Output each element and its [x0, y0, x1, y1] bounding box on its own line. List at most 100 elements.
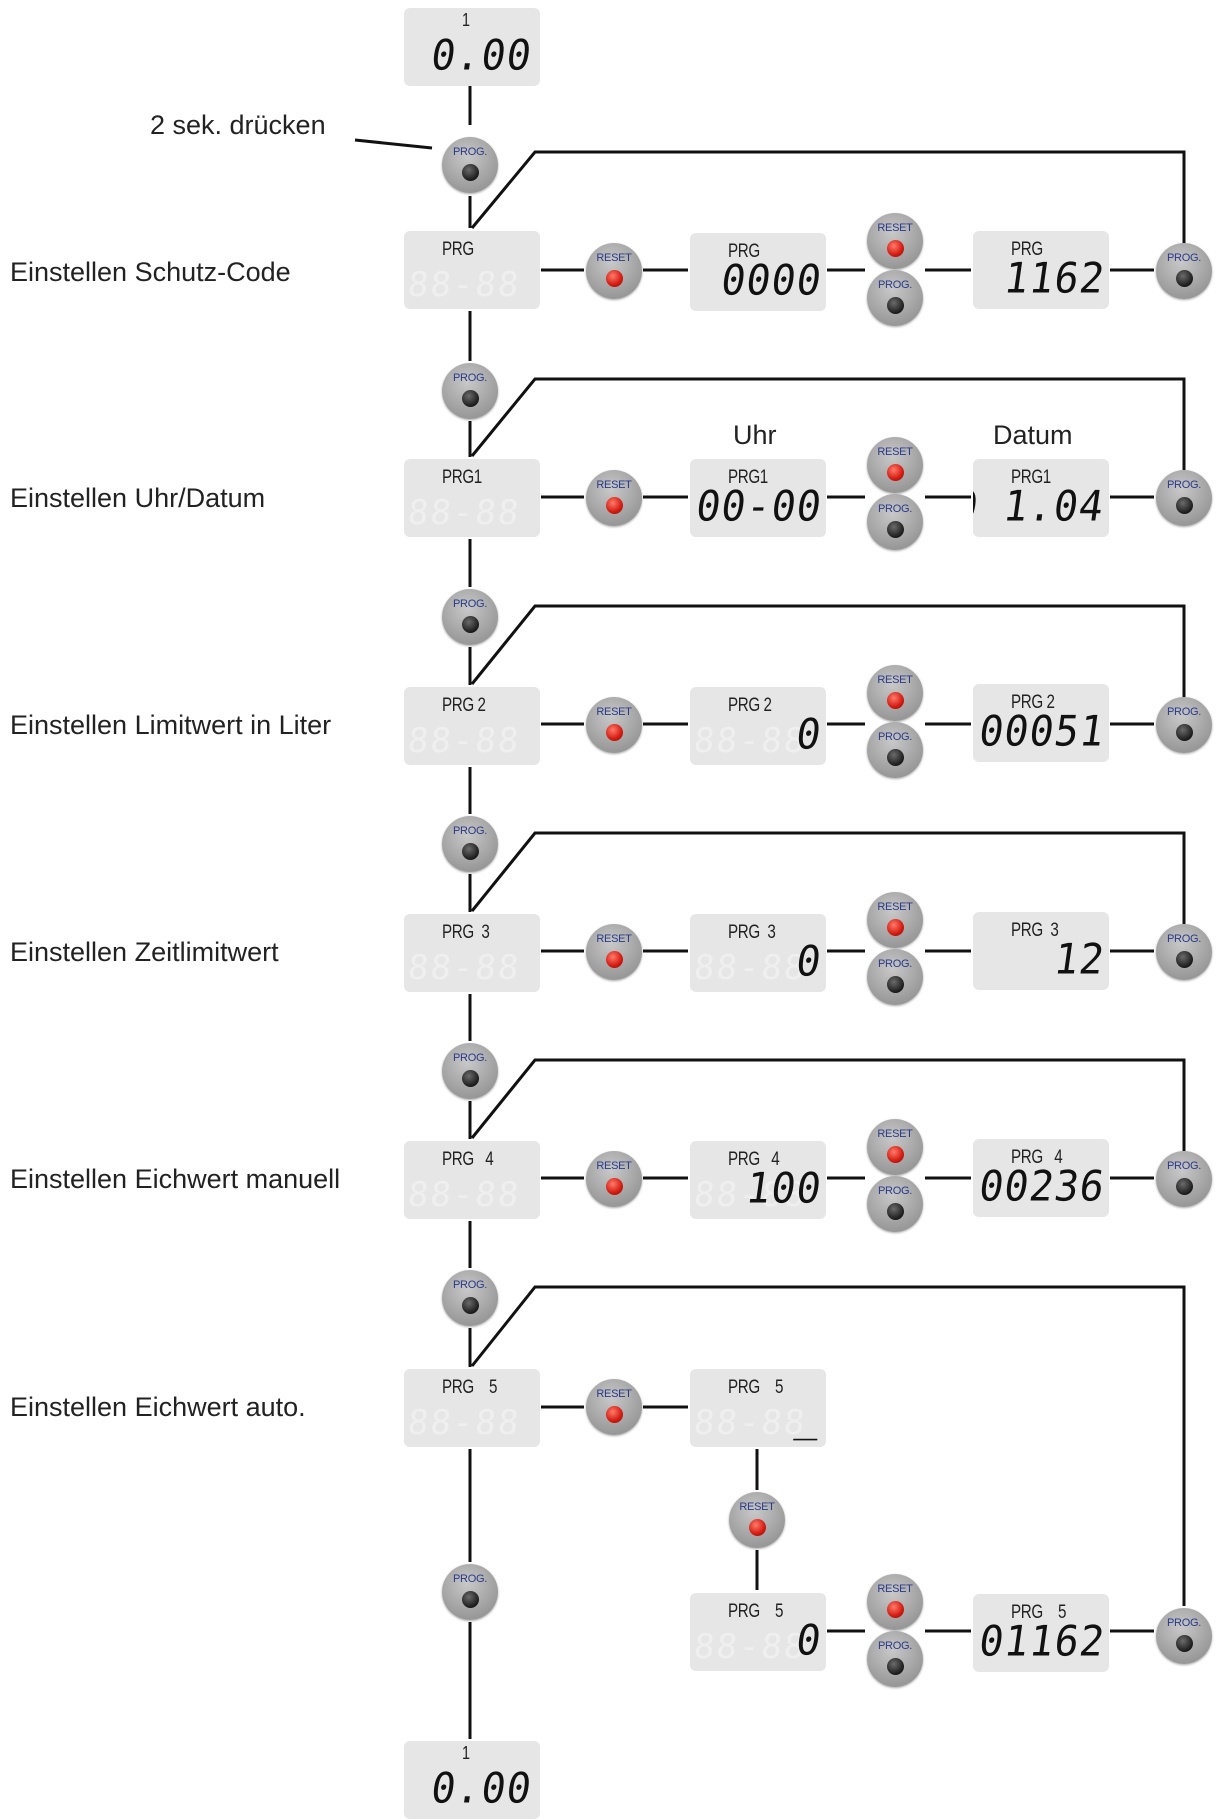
reset-button-label: RESET	[596, 933, 632, 945]
reset-button[interactable]: RESET	[586, 697, 642, 753]
reset-button[interactable]: RESET	[729, 1492, 785, 1548]
row3-mid-display: 88-88 PRG 2 0	[690, 687, 826, 765]
prg-label: PRG 4	[442, 1149, 494, 1170]
red-dot-icon	[887, 240, 904, 257]
prog-button[interactable]: PROG.	[867, 949, 923, 1005]
prog-button[interactable]: PROG.	[442, 363, 498, 419]
row4-mid-display: 88-88 PRG 3 0	[690, 914, 826, 992]
return-path	[470, 1285, 1186, 1606]
dark-dot-icon	[887, 749, 904, 766]
reset-button[interactable]: RESET	[867, 1119, 923, 1175]
prog-button[interactable]: PROG.	[442, 1270, 498, 1326]
row6-prg-display: 88-88 PRG 5	[404, 1369, 540, 1447]
prg-label: PRG 4	[1011, 1147, 1063, 1168]
row1-prg-display: 88-88 PRG	[404, 231, 540, 309]
prog-button-label: PROG.	[878, 279, 912, 291]
prog-button[interactable]: PROG.	[1156, 470, 1212, 526]
dark-dot-icon	[462, 616, 479, 633]
prg-label: PRG 5	[1011, 1602, 1067, 1623]
dark-dot-icon	[1176, 497, 1193, 514]
prg-label: PRG 4	[728, 1149, 780, 1170]
reset-button-label: RESET	[739, 1501, 775, 1513]
row3-end-display: PRG 2 00051	[973, 684, 1109, 762]
dark-dot-icon	[1176, 951, 1193, 968]
prog-button-label: PROG.	[1167, 1160, 1201, 1172]
prog-button-label: PROG.	[453, 1052, 487, 1064]
return-path	[470, 150, 1186, 243]
end-value: 01162	[975, 1617, 1108, 1666]
prog-button[interactable]: PROG.	[442, 1564, 498, 1620]
prog-button[interactable]: PROG.	[867, 1631, 923, 1687]
red-dot-icon	[887, 1601, 904, 1618]
prog-button-label: PROG.	[453, 146, 487, 158]
mid-value: 00-00	[692, 482, 825, 531]
reset-button-label: RESET	[877, 674, 913, 686]
ghost-digits: 88-88	[405, 721, 523, 761]
prog-button-label: PROG.	[1167, 479, 1201, 491]
row5-mid-display: 88-88 PRG 4 100	[690, 1141, 826, 1219]
prog-button-label: PROG.	[1167, 933, 1201, 945]
dark-dot-icon	[1176, 724, 1193, 741]
prog-button-label: PROG.	[453, 598, 487, 610]
reset-button[interactable]: RESET	[586, 1379, 642, 1435]
prog-button[interactable]: PROG.	[1156, 1608, 1212, 1664]
prog-button[interactable]: PROG.	[442, 589, 498, 645]
start-display-value: 0.00	[427, 31, 535, 80]
prog-button[interactable]: PROG.	[867, 494, 923, 550]
reset-button[interactable]: RESET	[867, 437, 923, 493]
start-display-label: 1	[462, 10, 470, 30]
sub-value: 0	[792, 1616, 825, 1665]
row-label-zeitlimitwert: Einstellen Zeitlimitwert	[10, 937, 279, 967]
end-value: 12	[1050, 935, 1108, 984]
prog-button[interactable]: PROG.	[1156, 697, 1212, 753]
dark-dot-icon	[887, 521, 904, 538]
reset-button[interactable]: RESET	[867, 665, 923, 721]
red-dot-icon	[749, 1519, 766, 1536]
dark-dot-icon	[462, 1591, 479, 1608]
reset-button[interactable]: RESET	[867, 1574, 923, 1630]
red-dot-icon	[887, 919, 904, 936]
prog-button[interactable]: PROG.	[867, 270, 923, 326]
reset-button[interactable]: RESET	[867, 213, 923, 269]
row-label-eichwert-auto: Einstellen Eichwert auto.	[10, 1392, 306, 1422]
row5-end-display: PRG 4 00236	[973, 1139, 1109, 1217]
prog-button[interactable]: PROG.	[442, 1043, 498, 1099]
prog-button-label: PROG.	[1167, 706, 1201, 718]
red-dot-icon	[606, 497, 623, 514]
prog-button[interactable]: PROG.	[442, 816, 498, 872]
end-value: 00051	[975, 707, 1108, 756]
red-dot-icon	[606, 951, 623, 968]
prg-label: PRG 5	[728, 1377, 784, 1398]
reset-button[interactable]: RESET	[586, 470, 642, 526]
reset-button-label: RESET	[877, 222, 913, 234]
prog-button[interactable]: PROG.	[1156, 243, 1212, 299]
reset-button[interactable]: RESET	[586, 924, 642, 980]
return-path	[470, 831, 1186, 924]
prog-button[interactable]: PROG.	[867, 722, 923, 778]
reset-button[interactable]: RESET	[586, 1151, 642, 1207]
ghost-digits: 88-88	[405, 265, 523, 305]
prg-label: PRG	[728, 241, 760, 262]
reset-button[interactable]: RESET	[867, 892, 923, 948]
prog-button-label: PROG.	[453, 1279, 487, 1291]
prog-button-label: PROG.	[878, 1185, 912, 1197]
end-display: 1 0.00	[404, 1741, 540, 1819]
return-path	[470, 604, 1186, 697]
ghost-digits: 88-88	[405, 493, 523, 533]
prog-button[interactable]: PROG.	[1156, 924, 1212, 980]
reset-button-label: RESET	[596, 706, 632, 718]
prg-label: PRG1	[442, 467, 482, 488]
reset-button-label: RESET	[596, 1160, 632, 1172]
prog-button[interactable]: PROG.	[442, 137, 498, 193]
prog-button[interactable]: PROG.	[867, 1176, 923, 1232]
row6-mid-display: 88-88 PRG 5 _	[690, 1369, 826, 1447]
dark-dot-icon	[1176, 1178, 1193, 1195]
reset-button[interactable]: RESET	[586, 243, 642, 299]
prg-label: PRG 2	[1011, 692, 1055, 713]
red-dot-icon	[606, 1178, 623, 1195]
row-label-schutz-code: Einstellen Schutz-Code	[10, 257, 291, 287]
dark-dot-icon	[462, 390, 479, 407]
mid-value: 0000	[717, 256, 825, 305]
prog-button[interactable]: PROG.	[1156, 1151, 1212, 1207]
